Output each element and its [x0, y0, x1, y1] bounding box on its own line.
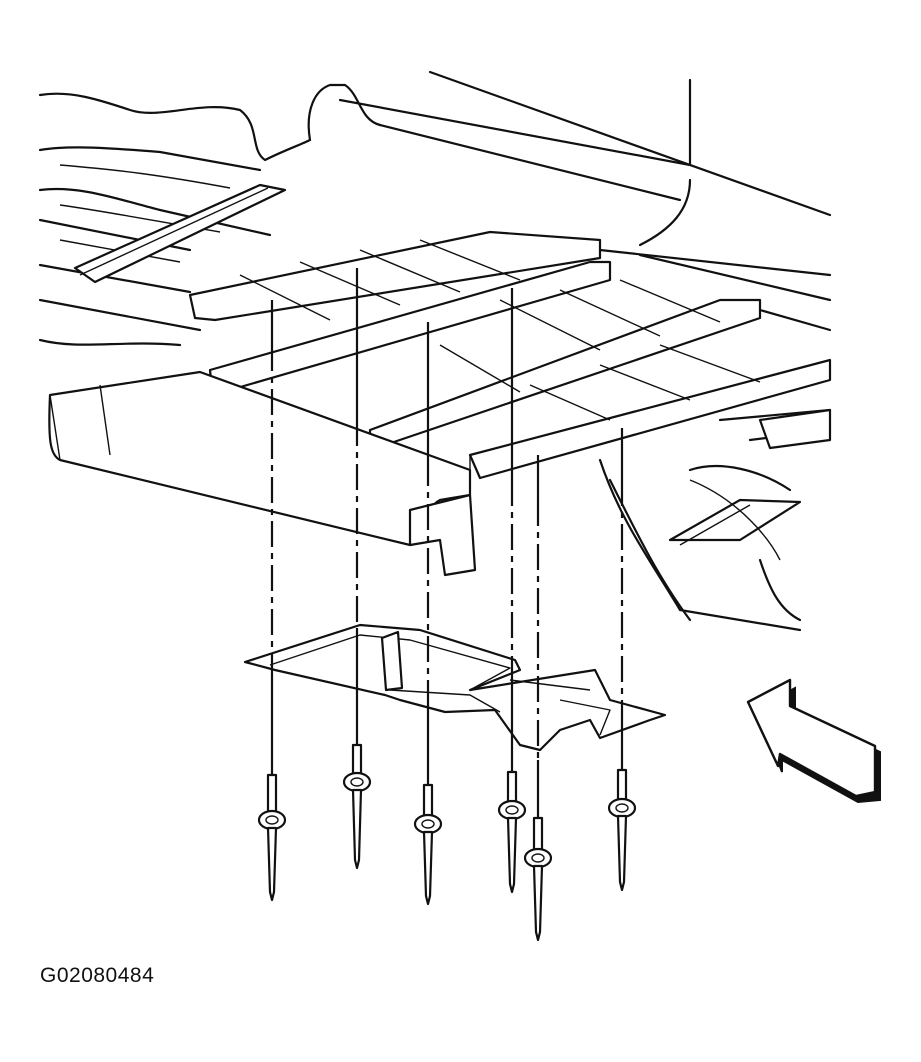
alignment-lines — [270, 268, 624, 825]
underbody-shield-panel — [243, 623, 667, 752]
push-pin-retainers — [257, 743, 637, 942]
rocker-sill — [48, 370, 472, 547]
rail-bracket — [408, 493, 477, 577]
figure-code-label: G02080484 — [40, 964, 155, 987]
push-pin-retainer-3 — [413, 783, 443, 906]
wheel-well — [598, 458, 802, 632]
push-pin-retainer-4 — [497, 770, 527, 894]
view-direction-arrow-icon — [746, 678, 881, 804]
push-pin-retainer-2 — [342, 743, 372, 870]
floor-slats — [239, 239, 761, 421]
push-pin-retainer-5 — [523, 816, 553, 942]
cross-member-left — [73, 183, 287, 284]
push-pin-retainer-1 — [257, 773, 287, 902]
push-pin-retainer-6 — [607, 768, 637, 892]
